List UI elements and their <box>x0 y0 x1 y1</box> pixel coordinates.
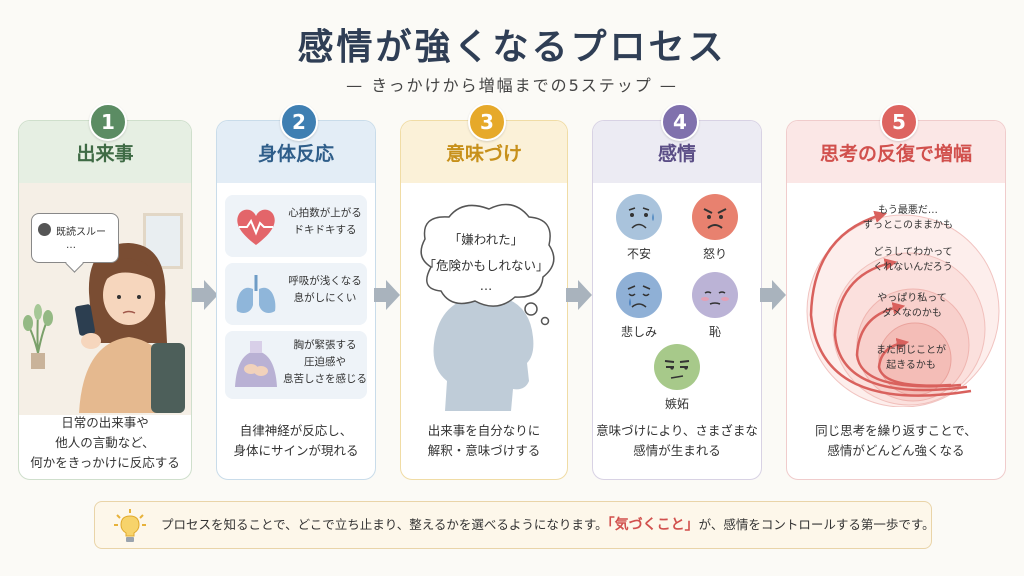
desc-line: 感情がどんどん強くなる <box>827 443 965 458</box>
step-1-card: 1 出来事 既読スルー … 日常の出 <box>18 103 192 480</box>
step-3-title: 意味づけ <box>401 121 567 183</box>
body-reaction-lungs: 呼吸が浅くなる息がしにくい <box>225 263 367 325</box>
loop-thought: また同じことが起きるかも <box>876 345 946 371</box>
step-4-description: 意味づけにより、さまざまな 感情が生まれる <box>593 421 761 461</box>
desc-line: 同じ思考を繰り返すことで、 <box>815 423 977 438</box>
tip-highlight: 「気づくこと」 <box>607 517 699 533</box>
bubble-ellipsis: … <box>66 240 76 251</box>
loop-thought: どうしてわかってくれないんだろう <box>873 247 953 273</box>
desc-line: 自律神経が反応し、 <box>239 423 353 438</box>
emotion-label: 嫉妬 <box>664 397 689 411</box>
step-2-number: 2 <box>280 103 318 141</box>
flow-arrow <box>192 280 218 310</box>
page-title: 感情が強くなるプロセス <box>297 27 727 68</box>
desc-line: 感情が生まれる <box>633 443 721 458</box>
desc-line: 身体にサインが現れる <box>233 443 359 458</box>
desc-line: 意味づけにより、さまざまな <box>596 423 758 438</box>
woman-with-phone-illustration <box>74 243 185 413</box>
lungs-icon <box>236 275 276 313</box>
desc-line: 出来事を自分なりに <box>427 423 541 438</box>
emotion-label: 恥 <box>708 325 721 339</box>
step-1-number: 1 <box>89 103 127 141</box>
head-silhouette-illustration <box>433 295 534 411</box>
heart-icon <box>237 209 275 245</box>
flow-arrow <box>566 280 592 310</box>
step-1-illustration: 既読スルー … <box>19 183 191 415</box>
message-bubble: 既読スルー … <box>31 213 119 263</box>
loop-thought: もう最悪だ…ずっとこのままかも <box>863 205 953 231</box>
desc-line: 他人の言動など、 <box>55 435 155 450</box>
flow-arrow <box>760 280 786 310</box>
bubble-text: 既読スルー <box>56 227 106 238</box>
body-reaction-heart: 心拍数が上がるドキドキする <box>225 195 367 257</box>
step-4-number: 4 <box>661 103 699 141</box>
thought-text: 「嫌われた」 「危険かもしれない」 … <box>423 232 549 293</box>
anxiety-face-icon <box>615 193 663 241</box>
step-1-description: 日常の出来事や 他人の言動など、 何かをきっかけに反応する <box>19 413 191 473</box>
step-3-description: 出来事を自分なりに 解釈・意味づけする <box>401 421 567 461</box>
step-3-card: 3 意味づけ 「嫌われた」 「危険かもしれない」 … 出来事を自分なりに 解釈・… <box>400 103 568 480</box>
plant-icon <box>23 304 53 369</box>
reaction-text: 心拍数が上がるドキドキする <box>288 207 362 236</box>
body-reaction-chest: 胸が緊張する圧迫感や息苦しさを感じる <box>225 331 367 399</box>
reaction-text: 胸が緊張する圧迫感や息苦しさを感じる <box>283 339 367 385</box>
sadness-face-icon <box>615 271 663 319</box>
step-3-number: 3 <box>468 103 506 141</box>
step-4-title: 感情 <box>593 121 761 183</box>
page-subtitle: — きっかけから増幅までの5ステップ — <box>346 76 678 95</box>
loop-thought: やっぱり私ってダメなのかも <box>877 293 947 319</box>
thought-cloud <box>420 203 555 326</box>
step-5-description: 同じ思考を繰り返すことで、 感情がどんどん強くなる <box>787 421 1005 461</box>
desc-line: 日常の出来事や <box>61 415 149 430</box>
shame-face-icon <box>691 271 739 319</box>
tip-text: プロセスを知ることで、どこで立ち止まり、整えるかを選べるようになります。「気づく… <box>161 517 935 533</box>
amplification-spiral <box>806 210 1000 407</box>
anger-face-icon <box>691 193 739 241</box>
desc-line: 何かをきっかけに反応する <box>30 455 180 470</box>
lightbulb-icon <box>114 509 146 542</box>
emotion-label: 不安 <box>626 247 651 261</box>
tip-box: プロセスを知ることで、どこで立ち止まり、整えるかを選べるようになります。「気づく… <box>94 501 935 549</box>
chest-icon <box>235 341 277 387</box>
step-5-number: 5 <box>880 103 918 141</box>
emotion-label: 怒り <box>702 247 727 261</box>
reaction-text: 呼吸が浅くなる息がしにくい <box>288 275 362 304</box>
jealousy-face-icon <box>653 343 701 391</box>
flow-arrow <box>374 280 400 310</box>
emotion-label: 悲しみ <box>620 325 657 339</box>
step-2-card: 2 身体反応 心拍数が上がるドキドキする 呼吸が浅くなる息がしにくい 胸が緊張す… <box>216 103 376 480</box>
step-4-card: 4 感情 不安 怒り 悲しみ 恥 <box>592 103 762 480</box>
desc-line: 解釈・意味づけする <box>427 443 541 458</box>
avatar <box>38 223 51 236</box>
step-2-description: 自律神経が反応し、 身体にサインが現れる <box>217 421 375 461</box>
step-5-card: 5 思考の反復で増幅 もう最悪だ…ずっとこのままかも どうしてわかってくれないん… <box>786 103 1006 480</box>
